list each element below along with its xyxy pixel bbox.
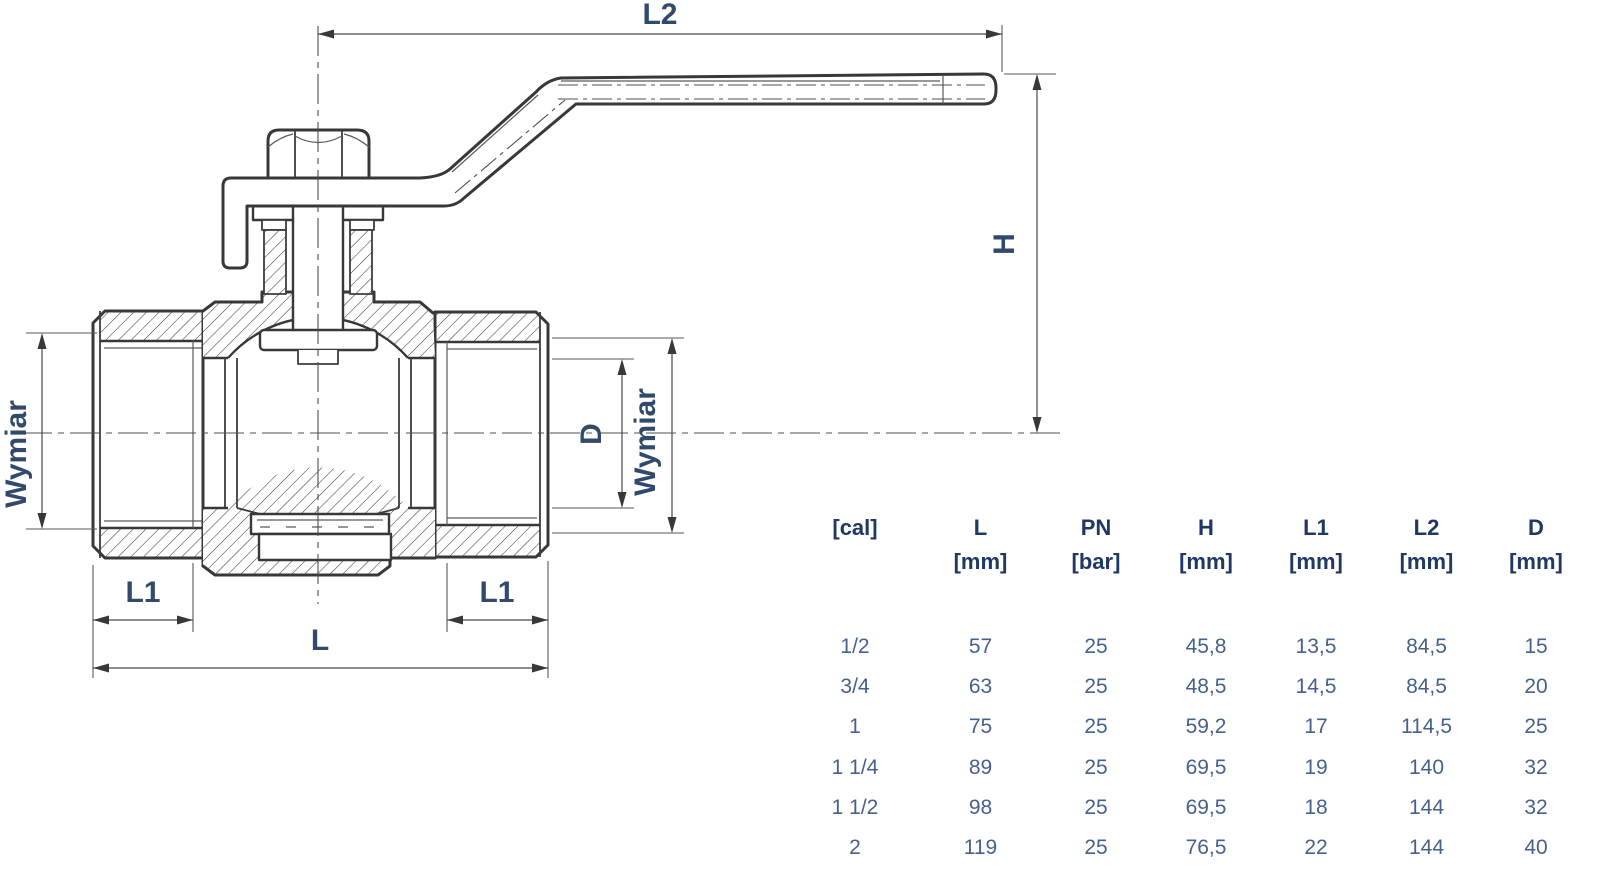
table-cell: 63 <box>968 675 993 699</box>
center-lines <box>22 26 1062 604</box>
table-cell: 140 <box>1408 755 1445 779</box>
column-header: L[mm] <box>953 515 1008 574</box>
column-header: L1[mm] <box>1289 515 1343 574</box>
table-cell: 57 <box>968 635 993 658</box>
packing-left <box>263 229 287 295</box>
table-cell: 45,8 <box>1185 635 1227 658</box>
dim-wymiar-right <box>552 337 684 534</box>
table-cell: 75 <box>968 715 993 739</box>
table-cell: 114,5 <box>1401 715 1452 739</box>
column-header: H[mm] <box>1179 515 1233 574</box>
dim-l1-left <box>92 563 194 678</box>
table-cell: 1/2 <box>840 635 870 658</box>
dim-d <box>552 358 634 509</box>
table-cell: 40 <box>1524 835 1548 859</box>
table-cell: 144 <box>1408 835 1445 859</box>
table-cell: 119 <box>963 835 998 859</box>
table-cell: 98 <box>968 795 993 819</box>
table-cell: 15 <box>1524 635 1548 658</box>
left-port <box>91 309 205 568</box>
table-cell: 17 <box>1304 715 1328 739</box>
table-cell: 144 <box>1408 795 1445 819</box>
table-cell: 69,5 <box>1185 795 1227 819</box>
table-cell: 19 <box>1304 755 1328 779</box>
label-l: L <box>311 624 329 657</box>
table-cell: 18 <box>1304 795 1328 819</box>
stem-hex-nut <box>266 128 371 180</box>
table-cell: 59,2 <box>1185 715 1227 739</box>
table-cell: 89 <box>968 755 993 779</box>
dimension-table: [cal]L[mm]PN[bar]H[mm]L1[mm]L2[mm]D[mm] … <box>790 498 1596 868</box>
table-cell: 1 1/4 <box>831 755 879 779</box>
dim-l1-right <box>446 561 549 678</box>
label-d: D <box>575 423 608 445</box>
table-cell: 25 <box>1084 755 1108 779</box>
table-header-row: [cal] L[mm] PN[bar] H[mm] L1[mm] L2[mm] D[mm] <box>790 511 1596 579</box>
table-cell: 14,5 <box>1295 675 1337 699</box>
dim-l <box>93 663 548 673</box>
label-l1-right: L1 <box>479 576 514 609</box>
dim-wymiar-left <box>26 332 97 530</box>
table-cell: 25 <box>1084 635 1108 658</box>
table-cell: 1 <box>849 715 861 739</box>
table-cell: 25 <box>1084 795 1108 819</box>
label-wymiar-left: Wymiar <box>0 400 33 508</box>
column-header: PN[bar] <box>1071 515 1121 574</box>
table-cell: 32 <box>1524 755 1548 779</box>
table-cell: 13,5 <box>1295 635 1337 658</box>
table-cell: 2 <box>849 835 861 859</box>
table-cell: 3/4 <box>840 675 870 699</box>
table-cell: 22 <box>1304 835 1328 859</box>
table-cell: 25 <box>1524 715 1548 739</box>
packing-right <box>349 229 373 295</box>
column-header: [cal] <box>832 515 878 540</box>
table-cell: 20 <box>1524 675 1548 699</box>
table-cell: 69,5 <box>1185 755 1227 779</box>
dimensions: L2 H Wymiar D Wymiar L1 L1 L <box>0 0 1056 678</box>
valve-handle <box>221 72 998 270</box>
table-cell: 1 1/2 <box>831 795 879 819</box>
table-cell: 32 <box>1524 795 1548 819</box>
table-cell: 84,5 <box>1406 675 1447 699</box>
table-body: 1/2 57 25 45,8 13,5 84,5 15 3/4 63 25 48,5 14,5 84,5… <box>790 627 1596 868</box>
table-cell: 25 <box>1084 715 1108 739</box>
valve-body <box>91 290 550 577</box>
column-header: L2[mm] <box>1399 515 1454 574</box>
dim-l2 <box>318 25 1003 72</box>
right-port <box>433 310 550 560</box>
table-cell: 25 <box>1084 835 1108 859</box>
label-wymiar-right: Wymiar <box>629 388 662 496</box>
table-cell: 76,5 <box>1185 835 1227 859</box>
valve-technical-drawing: L2 H Wymiar D Wymiar L1 L1 L <box>0 0 1062 678</box>
label-l2: L2 <box>642 0 677 31</box>
label-h: H <box>988 233 1021 255</box>
dim-h <box>1004 73 1056 433</box>
table-cell: 25 <box>1084 675 1108 699</box>
table-cell: 48,5 <box>1185 675 1227 699</box>
label-l1-left: L1 <box>125 576 160 609</box>
table-cell: 84,5 <box>1406 635 1447 658</box>
bottom-seat-ring <box>249 512 393 562</box>
column-header: D[mm] <box>1509 515 1563 574</box>
stem-assembly <box>221 72 998 365</box>
